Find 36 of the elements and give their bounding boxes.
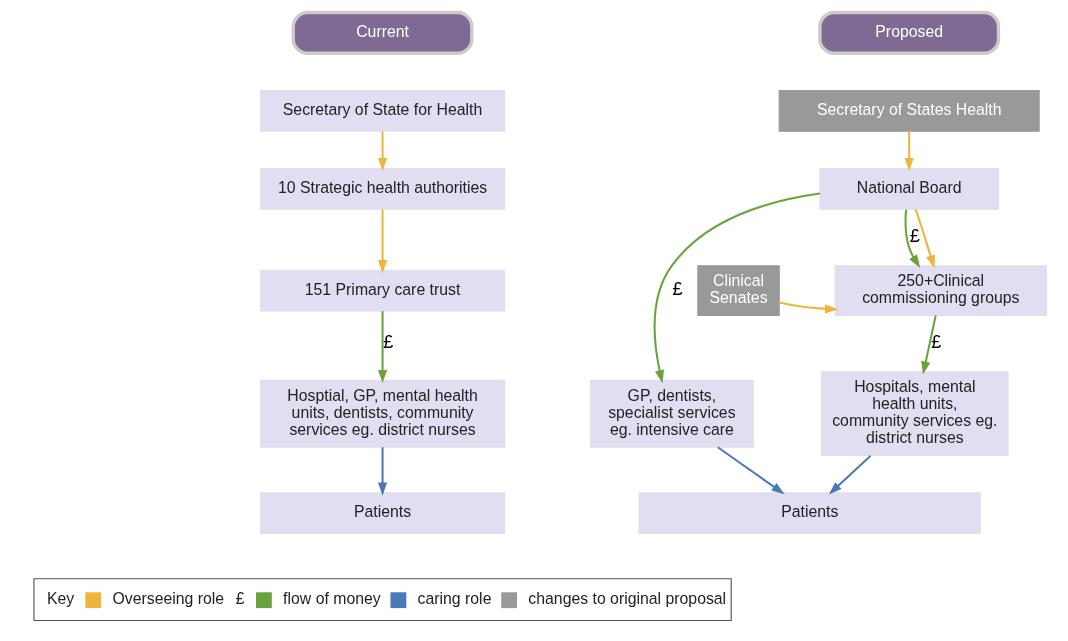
arrow — [904, 209, 921, 268]
node-box: Clinical Senates — [697, 265, 780, 316]
arrow — [779, 301, 839, 314]
arrow — [653, 192, 820, 384]
arrow — [377, 209, 388, 274]
edge-label: £ — [383, 331, 394, 352]
arrow — [717, 446, 785, 495]
label: Key — [46, 590, 75, 608]
node-box: Current — [291, 10, 474, 55]
node-box: Patients — [638, 492, 981, 535]
node-box: 151 Primary care trust — [259, 269, 506, 312]
arrow — [377, 447, 388, 496]
arrow — [377, 311, 388, 384]
edge-label: £ — [931, 331, 942, 352]
arrow — [904, 131, 914, 172]
node-box: Secretary of States Health — [778, 89, 1040, 132]
arrow — [914, 208, 935, 269]
legend-label: flow of money — [283, 590, 381, 608]
legend-label: changes to original proposal — [528, 590, 727, 608]
node-box: Proposed — [818, 10, 1001, 55]
arrow — [921, 315, 937, 375]
node-box: Hosptial, GP, mental health units, dentists, community services eg. district nurses — [259, 379, 506, 448]
arrow — [828, 455, 872, 495]
edge-label: £ — [672, 278, 683, 299]
label: £ — [235, 590, 245, 608]
node-box: Secretary of State for Health — [259, 89, 506, 132]
arrow — [377, 131, 388, 172]
node-box: 250+Clinical commissioning groups — [834, 265, 1048, 316]
node-box: National Board — [819, 167, 999, 210]
legend-label: caring role — [417, 590, 492, 608]
legend-label: Overseeing role — [112, 590, 225, 608]
node-box: Hospitals, mental health units, community services eg. district nurses — [821, 371, 1009, 457]
node-box: GP, dentists, specialist services eg. intensive care — [589, 379, 754, 448]
edge-label: £ — [909, 225, 920, 246]
node-box: Patients — [259, 492, 506, 535]
node-box: 10 Strategic health authorities — [259, 167, 506, 210]
